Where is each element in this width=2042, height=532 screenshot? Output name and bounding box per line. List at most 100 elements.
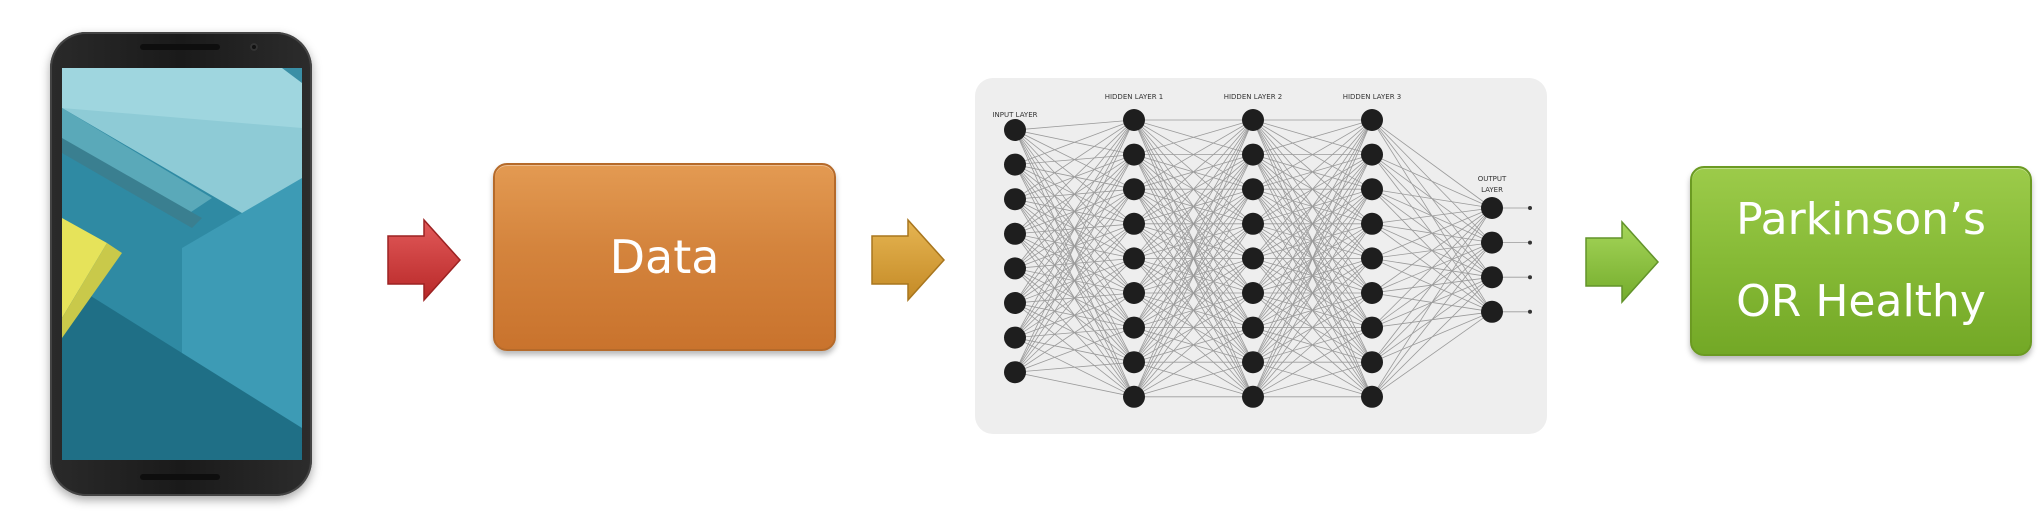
neuron-node: [1123, 351, 1145, 374]
phone-screen: [62, 68, 302, 460]
neuron-node: [1004, 257, 1026, 280]
phone-speaker: [140, 44, 220, 50]
connection-line: [1252, 119, 1373, 259]
neuron-node: [1004, 222, 1026, 245]
connection-line: [1371, 207, 1493, 259]
connection-line: [1133, 119, 1254, 259]
connection-line: [1133, 119, 1254, 294]
connection-line: [1014, 371, 1135, 398]
neuron-node: [1242, 316, 1264, 339]
connection-line: [1014, 223, 1135, 373]
neuron-node: [1361, 351, 1383, 374]
red-arrow-icon: [387, 218, 462, 302]
outcome-box: Parkinson’s OR Healthy: [1690, 166, 2032, 356]
neuron-node: [1361, 316, 1383, 339]
connection-line: [1371, 188, 1493, 209]
connection-line: [1133, 327, 1254, 398]
phone-bottom-speaker: [140, 474, 220, 480]
neuron-node: [1242, 282, 1264, 304]
neuron-node: [1123, 178, 1145, 201]
connection-line: [1252, 258, 1373, 398]
neuron-node: [1481, 197, 1503, 219]
layer-label: HIDDEN LAYER 3: [1343, 93, 1402, 101]
connection-line: [1133, 119, 1254, 155]
connection-line: [1371, 207, 1493, 328]
neuron-node: [1123, 316, 1145, 339]
neuron-node: [1361, 247, 1383, 270]
neuron-node: [1123, 212, 1145, 235]
data-box: Data: [493, 163, 836, 351]
connection-line: [1014, 119, 1135, 165]
neuron-node: [1481, 266, 1503, 289]
green-arrow-icon: [1585, 220, 1660, 304]
connection-line: [1252, 223, 1373, 398]
neuron-node: [1004, 292, 1026, 314]
connection-line: [1252, 119, 1373, 190]
connection-line: [1371, 276, 1493, 398]
layer-label: HIDDEN LAYER 2: [1224, 93, 1283, 101]
connection-line: [1371, 207, 1493, 398]
connection-line: [1133, 223, 1254, 398]
connection-line: [1014, 119, 1135, 235]
neuron-node: [1004, 326, 1026, 349]
connection-line: [1252, 119, 1373, 397]
connection-line: [1252, 154, 1373, 397]
connection-line: [1252, 327, 1373, 398]
connection-line: [1371, 207, 1493, 225]
phone-camera: [250, 43, 258, 51]
neuron-node: [1481, 300, 1503, 323]
connection-line: [1014, 119, 1135, 200]
data-label: Data: [609, 230, 720, 284]
gold-arrow-icon: [871, 218, 946, 302]
connection-line: [1014, 119, 1135, 373]
connection-line: [1014, 119, 1135, 269]
connection-line: [1014, 327, 1135, 373]
connection-line: [1252, 119, 1373, 155]
connection-line: [1014, 119, 1135, 304]
connection-line: [1133, 119, 1254, 397]
connection-line: [1371, 242, 1493, 398]
connection-line: [1252, 361, 1373, 398]
connection-line: [1252, 119, 1373, 328]
outcome-line-2: OR Healthy: [1736, 276, 1986, 327]
neuron-node: [1123, 282, 1145, 304]
neuron-node: [1242, 351, 1264, 374]
output-arrowhead: [1528, 240, 1532, 245]
connection-line: [1371, 154, 1493, 209]
connection-line: [1133, 361, 1254, 398]
connection-line: [1133, 292, 1254, 398]
neuron-node: [1242, 247, 1264, 270]
neuron-node: [1123, 109, 1145, 131]
connection-line: [1014, 361, 1135, 373]
neuron-node: [1004, 188, 1026, 211]
neuron-node: [1242, 178, 1264, 201]
output-arrowhead: [1528, 275, 1532, 280]
connection-line: [1133, 258, 1254, 398]
connection-line: [1133, 119, 1254, 328]
neuron-node: [1123, 143, 1145, 166]
connection-line: [1133, 154, 1254, 397]
connection-line: [1133, 189, 1254, 397]
connection-line: [1014, 119, 1135, 338]
connection-line: [1371, 119, 1493, 209]
neuron-node: [1361, 178, 1383, 201]
neuron-node: [1242, 143, 1264, 166]
connection-line: [1252, 189, 1373, 397]
neuron-node: [1361, 143, 1383, 166]
connection-line: [1014, 292, 1135, 373]
connection-line: [1133, 119, 1254, 363]
connection-line: [1133, 119, 1254, 190]
connection-line: [1252, 119, 1373, 225]
neuron-node: [1361, 282, 1383, 304]
phone-wallpaper: [62, 68, 302, 460]
neuron-node: [1361, 109, 1383, 131]
layer-label: LAYER: [1481, 186, 1503, 194]
output-arrowhead: [1528, 309, 1532, 314]
connection-line: [1014, 258, 1135, 373]
connection-line: [1371, 311, 1493, 398]
layer-label: OUTPUT: [1478, 175, 1507, 183]
connection-line: [1371, 207, 1493, 294]
connection-line: [1014, 188, 1135, 373]
